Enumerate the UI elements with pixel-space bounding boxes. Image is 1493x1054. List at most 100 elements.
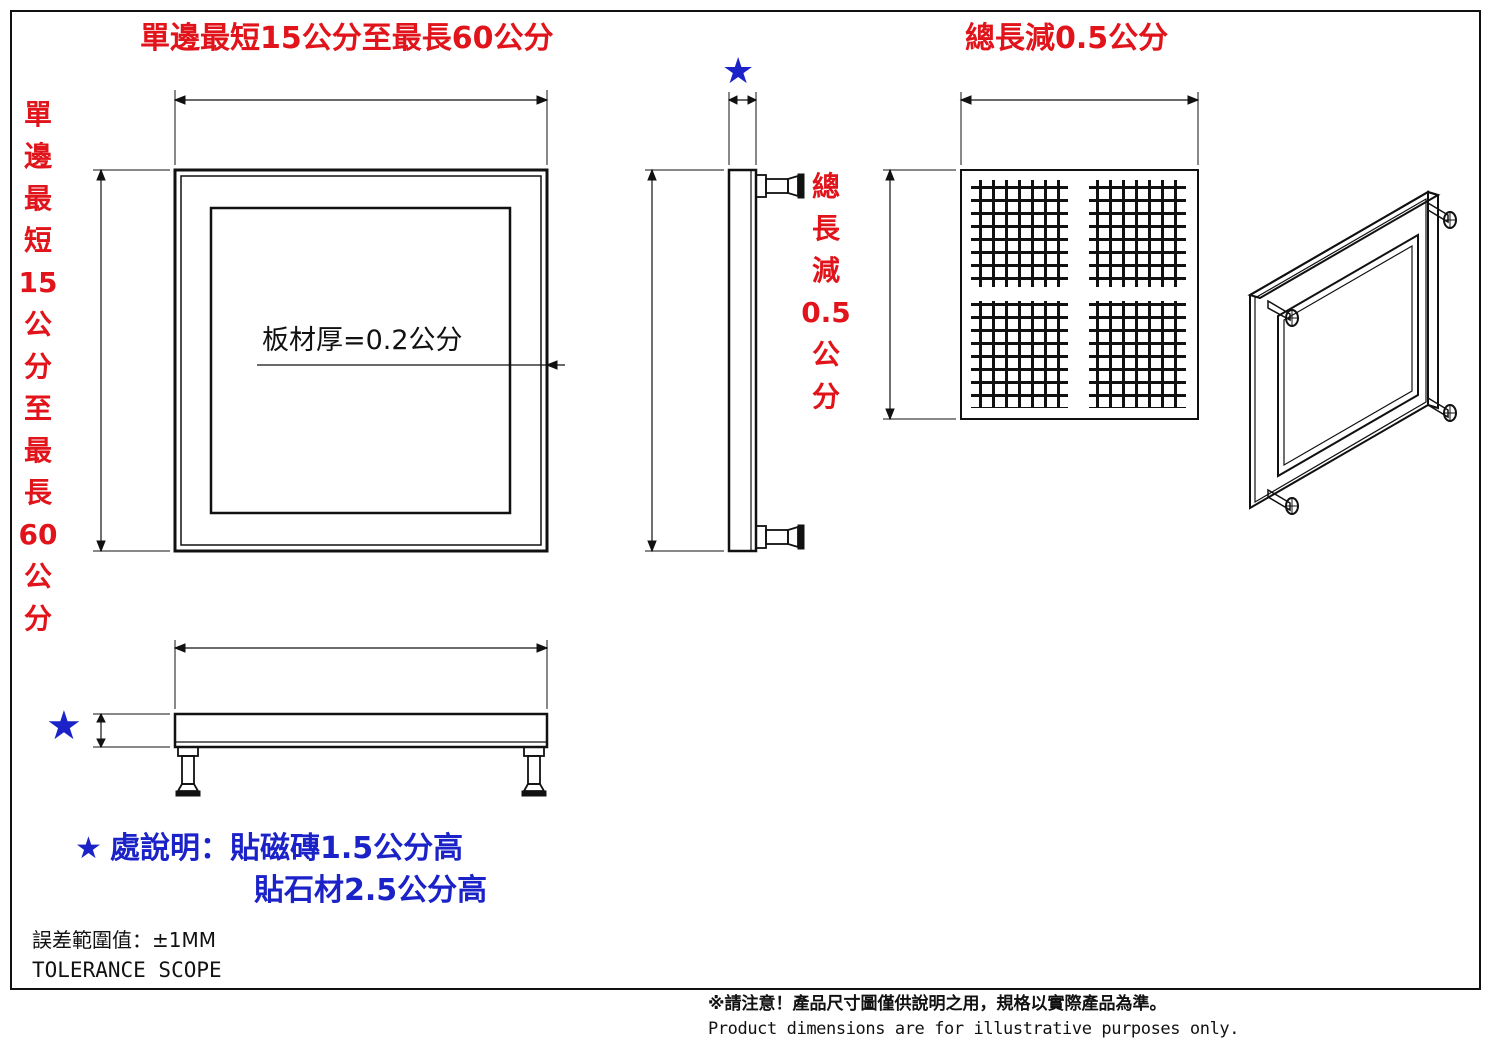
back-width-arrow-left [959,95,972,105]
front-height-label-char: 分 [23,350,52,383]
note-line-1: 處說明：貼磁磚1.5公分高 [110,831,464,866]
adhesive-grid-top-right [1089,180,1186,287]
side-thick-arrow-right [747,95,758,105]
bottom-standoff-left-spacer [177,746,199,757]
iso-side-face [1427,190,1439,410]
bottom-standoff-left [175,746,201,797]
side-height-label-char: 長 [811,212,840,245]
iso-standoff-br-cap [1443,404,1457,422]
back-panel [960,169,1199,420]
side-height-label-char: 0.5 [801,296,851,329]
back-width-arrow-right [1187,95,1200,105]
front-outer-frame [173,168,549,553]
front-height-label-char: 短 [23,224,52,257]
side-height-label-char: 公 [811,338,840,371]
front-height-label-char: 15 [18,266,58,299]
bottom-width-arrow-right [536,643,549,653]
iso-window [1277,233,1419,478]
side-standoff-top [755,173,805,199]
iso-standoff-tl-cap [1285,309,1299,327]
iso-standoff-tr-cap [1443,211,1457,229]
side-view [645,92,805,553]
bottom-standoff-right-cap [521,790,547,797]
isometric-view [1247,190,1457,515]
front-inner-edge [180,175,542,546]
front-height-label-char: 公 [23,308,52,341]
bottom-star-marker: ★ [46,703,82,749]
bottom-standoff-left-head [176,783,200,792]
disclaimer-line-1: ※請注意！產品尺寸圖僅供說明之用，規格以實際產品為準。 [708,994,1167,1014]
front-width-label: 單邊最短15公分至最長60公分 [140,21,554,56]
adhesive-grid-bottom-left [971,301,1068,408]
iso-standoff-tl-body [1267,299,1291,322]
disclaimer-line-2: Product dimensions are for illustrative … [708,1019,1240,1039]
front-height-arrow-top [96,168,106,181]
side-height-label: 總長減 0.5 公分 [800,166,852,418]
iso-face-inner-edge [1254,197,1427,504]
standoff-top-cap [797,173,805,199]
side-height-label-char: 分 [811,380,840,413]
iso-standoff-bottom-left [1267,488,1299,515]
bottom-standoff-right-head [522,783,546,792]
front-window [209,206,512,515]
front-height-label-char: 60 [18,518,58,551]
adhesive-grid-bottom-right [1089,301,1186,408]
back-view [883,92,1200,421]
bottom-panel [173,712,549,749]
front-height-label-char: 長 [23,476,52,509]
iso-standoff-top-right [1427,201,1457,229]
back-height-arrow-top [885,168,895,181]
bottom-width-arrow-left [173,643,186,653]
front-height-arrow-bottom [96,540,106,553]
front-height-label-char: 公 [23,560,52,593]
iso-standoff-bl-body [1267,488,1291,512]
bottom-view [93,640,549,797]
bottom-standoff-right-spacer [523,746,545,757]
bottom-thick-arrow-top [96,712,106,723]
sheet-border [10,10,1481,990]
iso-standoff-bottom-right [1427,396,1457,422]
thickness-label: 板材厚=0.2公分 [262,325,463,356]
iso-standoff-br-body [1427,396,1449,419]
bottom-standoff-left-cap [175,790,201,797]
side-standoff-bottom [755,524,805,550]
front-height-label-char: 最 [23,182,52,215]
front-height-label-char: 邊 [23,140,52,173]
front-height-label-char: 至 [23,392,52,425]
bottom-standoff-left-shaft [181,755,195,785]
back-height-arrow-bottom [885,408,895,421]
bottom-standoff-right-shaft [527,755,541,785]
iso-front-face [1249,190,1429,510]
front-height-label-char: 最 [23,434,52,467]
standoff-bottom-cap [797,524,805,550]
thickness-arrow-in [545,360,558,370]
bottom-thick-arrow-bottom [96,738,106,749]
bottom-standoff-right [521,746,547,797]
standoff-top-spacer [755,174,767,198]
note-line-2: 貼石材2.5公分高 [254,873,488,908]
iso-standoff-tr-body [1427,201,1449,224]
standoff-bottom-head [787,525,799,549]
side-star-marker: ★ [722,51,755,92]
side-thick-arrow-left [727,95,738,105]
side-height-label-char: 總 [811,170,840,203]
back-width-label: 總長減0.5公分 [965,21,1169,56]
standoff-top-head [787,174,799,198]
side-height-arrow-top [647,168,657,181]
side-height-label-char: 減 [811,254,840,287]
front-width-arrow-left [173,95,186,105]
side-height-arrow-bottom [647,540,657,553]
iso-standoff-top-left [1267,299,1299,327]
standoff-bottom-spacer [755,525,767,549]
standoff-bottom-shaft [765,529,789,545]
front-height-label-char: 單 [23,98,52,131]
front-height-label-char: 分 [23,602,52,635]
front-view [93,90,565,553]
side-panel [727,168,758,553]
tolerance-line-2: TOLERANCE SCOPE [32,958,222,982]
standoff-top-shaft [765,178,789,194]
iso-window-inner [1283,244,1413,467]
